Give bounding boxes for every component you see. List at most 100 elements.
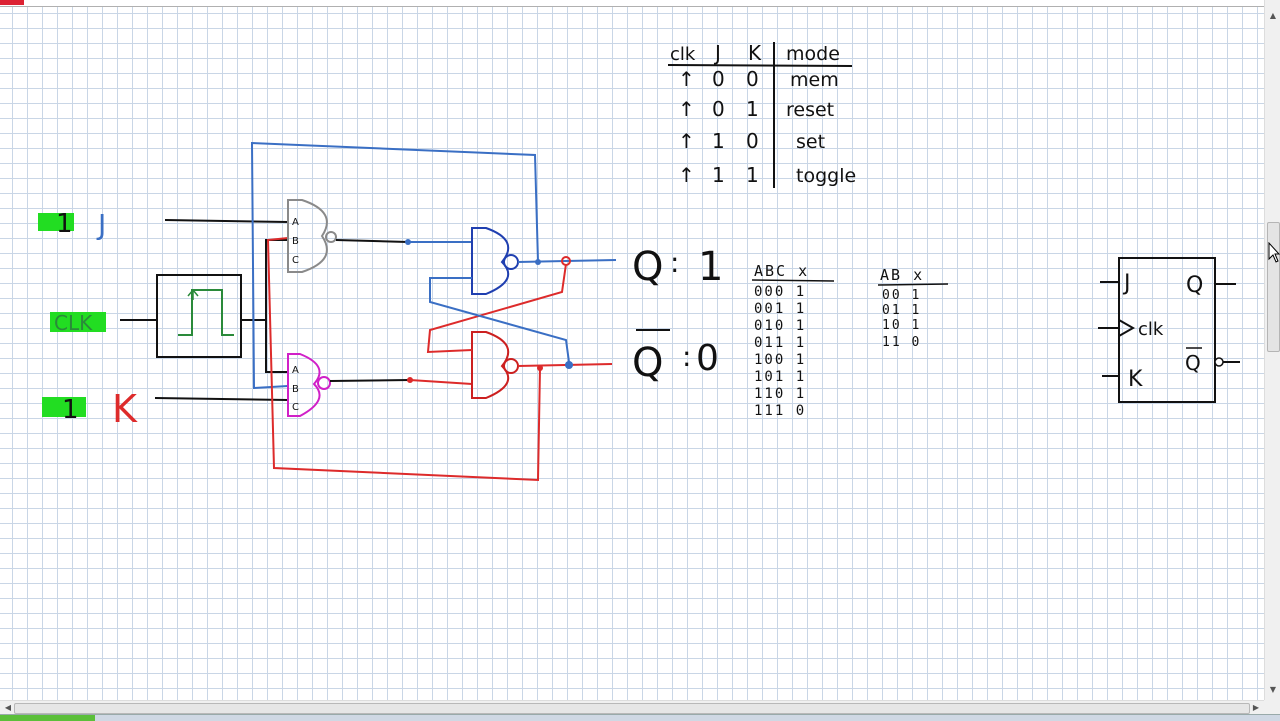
grid-canvas[interactable] (0, 0, 1264, 700)
bottom-latch-input (409, 379, 473, 385)
bottom-pin-a: A (292, 365, 299, 376)
q-junction (535, 259, 541, 265)
jk-r1-clk: ↑ (678, 67, 695, 91)
jk-r2-k: 1 (746, 97, 759, 121)
top-pin-b: B (292, 236, 299, 247)
nand3-row: 010 1 (754, 318, 806, 334)
nand3-truth-table: ABC x 000 1 001 1 010 1 011 1 100 1 101 … (751, 262, 835, 419)
latch-top-nand (471, 227, 510, 295)
top-gate-output (335, 239, 409, 243)
nand3-top-gate (287, 199, 328, 273)
scroll-left-arrow-icon[interactable]: ◀ (4, 703, 12, 712)
ff-clock-triangle (1118, 319, 1136, 337)
clk-label: CLK (54, 311, 93, 335)
jk-r2-j: 0 (712, 97, 725, 121)
cross-coupling-red (426, 263, 567, 354)
nand3-row: 001 1 (754, 301, 806, 317)
nand3-bottom-bubble (317, 376, 331, 390)
nand3-row: 011 1 (754, 335, 806, 351)
taskbar-strip (0, 714, 1280, 721)
jk-r3-clk: ↑ (678, 129, 695, 153)
scroll-down-arrow-icon[interactable]: ▼ (1269, 685, 1277, 694)
j-label: J (96, 208, 106, 241)
q-output-line (565, 259, 617, 262)
jk-r1-j: 0 (712, 67, 725, 91)
qbar-label: Q (632, 340, 663, 386)
scroll-up-arrow-icon[interactable]: ▲ (1269, 11, 1277, 20)
jk-r4-mode: toggle (796, 165, 856, 187)
latch-bottom-nand (471, 331, 510, 399)
k-highlight (42, 397, 86, 417)
nand3-bottom-gate (287, 353, 321, 417)
jk-r4-k: 1 (746, 163, 759, 187)
nand3-header-rule (751, 279, 835, 282)
k-value: 1 (62, 395, 79, 425)
jk-flipflop-symbol: J clk K Q Q (1098, 257, 1240, 403)
vertical-scrollbar[interactable]: ▲ ▼ (1264, 0, 1280, 700)
q-separator: : (670, 246, 679, 279)
ff-pins (1098, 281, 1240, 377)
jk-truth-table: clk J K mode ↑ 0 0 mem ↑ 0 1 reset ↑ 1 0… (667, 41, 856, 188)
mouse-cursor-icon (1268, 242, 1280, 263)
jk-r4-clk: ↑ (678, 163, 695, 187)
jk-r3-k: 0 (746, 129, 759, 153)
ff-k-label: K (1128, 367, 1143, 392)
jk-header-k: K (748, 41, 762, 65)
jk-header-j: J (713, 41, 721, 65)
qbar-separator: : (682, 340, 691, 373)
jk-r2-mode: reset (786, 99, 834, 121)
j-value: 1 (56, 209, 73, 239)
jk-header-rule (667, 64, 853, 67)
ff-clk-label: clk (1138, 319, 1164, 340)
ff-qbar-label: Q (1185, 351, 1201, 375)
jk-r3-mode: set (796, 131, 825, 153)
horizontal-scrollbar[interactable]: ◀ ▶ (0, 700, 1264, 715)
jk-r1-k: 0 (746, 67, 759, 91)
j-highlight (38, 213, 74, 231)
nand3-row: 100 1 (754, 352, 806, 368)
k-label: K (112, 387, 138, 431)
horizontal-scroll-thumb[interactable] (14, 703, 1250, 714)
ff-body (1118, 257, 1216, 403)
nand3-row: 000 1 (754, 284, 806, 300)
nand2-truth-table: AB x 00 1 01 1 10 1 11 0 (877, 266, 949, 350)
jk-r4-j: 1 (712, 163, 725, 187)
top-red-marker (0, 0, 24, 5)
jk-header-clk: clk (670, 44, 696, 65)
qbar-junction (537, 365, 543, 371)
nand2-header: AB x (880, 266, 924, 284)
jk-r1-mode: mem (790, 69, 839, 91)
nand3-header: ABC x (754, 262, 809, 280)
q-output-wire (517, 260, 567, 263)
bottom-junction (407, 377, 413, 383)
jk-r2-clk: ↑ (678, 97, 695, 121)
scroll-corner (1264, 700, 1280, 714)
bottom-gate-output (329, 379, 411, 382)
scroll-right-arrow-icon[interactable]: ▶ (1252, 703, 1260, 712)
nand3-row: 101 1 (754, 369, 806, 385)
nand2-row: 10 1 (882, 318, 921, 333)
top-junction (405, 239, 411, 245)
bottom-pin-b: B (292, 384, 299, 395)
top-pin-c: C (292, 255, 299, 266)
j-input-wire (164, 219, 289, 223)
nand2-row: 01 1 (882, 303, 921, 318)
cross-coupling-blue (429, 277, 570, 363)
jk-r3-j: 1 (712, 129, 725, 153)
circuit-drawing: 1 J CLK 1 K A B C A B C Q : 1 Q (38, 41, 1240, 482)
taskbar-active-segment (0, 715, 95, 721)
nand3-top-bubble (325, 231, 337, 243)
rising-edge-arrow (187, 288, 199, 300)
clock-box (156, 274, 242, 358)
clock-pulse (178, 289, 234, 336)
latch-top-bubble (503, 254, 519, 270)
qbar-cross-junction (565, 361, 573, 369)
clk-split-wire (241, 239, 288, 373)
nand3-row: 110 1 (754, 386, 806, 402)
k-input-wire (154, 397, 289, 401)
nand2-header-rule (877, 283, 949, 286)
q-value: 1 (698, 244, 723, 290)
qbar-feedback-wire (266, 237, 541, 482)
top-edge (0, 0, 1264, 7)
q-feedback-wire (250, 141, 539, 390)
